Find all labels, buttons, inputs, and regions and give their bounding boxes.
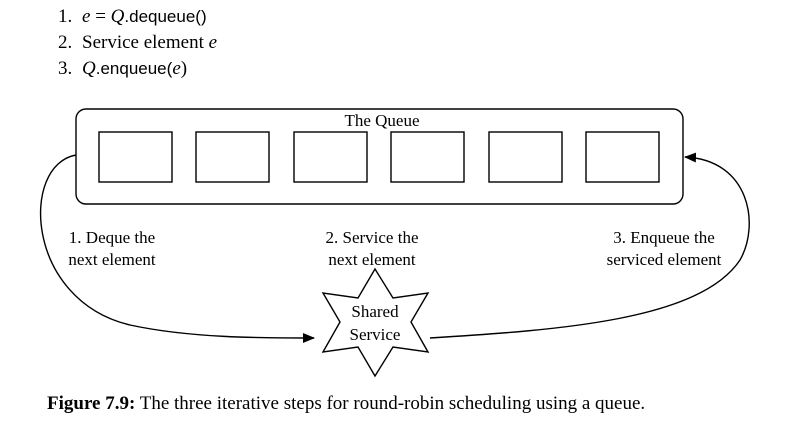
algorithm-steps: 1.e = Q.dequeue() 2.Service element e 3.… — [58, 4, 217, 82]
figure-caption: Figure 7.9: The three iterative steps fo… — [47, 393, 645, 415]
queue-slot — [195, 131, 270, 183]
queue-slots — [98, 131, 660, 183]
queue-title: The Queue — [344, 111, 419, 130]
enqueue-label-line1: 3. Enqueue the — [613, 228, 715, 247]
enqueue-call: .enqueue( — [95, 59, 173, 78]
service-label-line1: 2. Service the — [326, 228, 419, 247]
shared-service-label-line1: Shared — [351, 302, 399, 321]
step-3: 3. Q.enqueue(e) — [58, 56, 217, 82]
service-label-line2: next element — [328, 250, 416, 269]
dequeue-label-line1: 1. Deque the — [69, 228, 155, 247]
queue-slot — [98, 131, 173, 183]
variable-e: e — [172, 58, 181, 79]
variable-e: e — [208, 32, 218, 53]
step-2: 2. Service element e — [58, 30, 217, 56]
variable-q: Q — [82, 58, 96, 79]
queue-slot — [488, 131, 563, 183]
step-text: Service element — [82, 32, 209, 53]
queue-slot — [293, 131, 368, 183]
figure-label: Figure 7.9: — [47, 393, 136, 414]
step-number: 1. — [58, 6, 73, 27]
close-paren: ) — [180, 58, 188, 79]
queue-slot — [585, 131, 660, 183]
variable-q: Q — [110, 6, 125, 27]
shared-service-label-line2: Service — [350, 325, 401, 344]
dequeue-call: .dequeue() — [124, 7, 207, 26]
enqueue-arrow — [429, 152, 750, 339]
figure-caption-text: The three iterative steps for round-robi… — [135, 393, 646, 414]
equals-sign: = — [90, 6, 111, 27]
queue-slot — [390, 131, 465, 183]
dequeue-arrow — [39, 154, 315, 343]
enqueue-label-line2: serviced element — [607, 250, 722, 269]
step-number: 2. — [58, 32, 73, 53]
dequeue-label-line2: next element — [68, 250, 156, 269]
shared-service-star — [321, 267, 430, 378]
step-number: 3. — [58, 58, 73, 79]
variable-e: e — [82, 6, 91, 27]
step-1: 1. e = Q.dequeue() — [58, 4, 217, 30]
